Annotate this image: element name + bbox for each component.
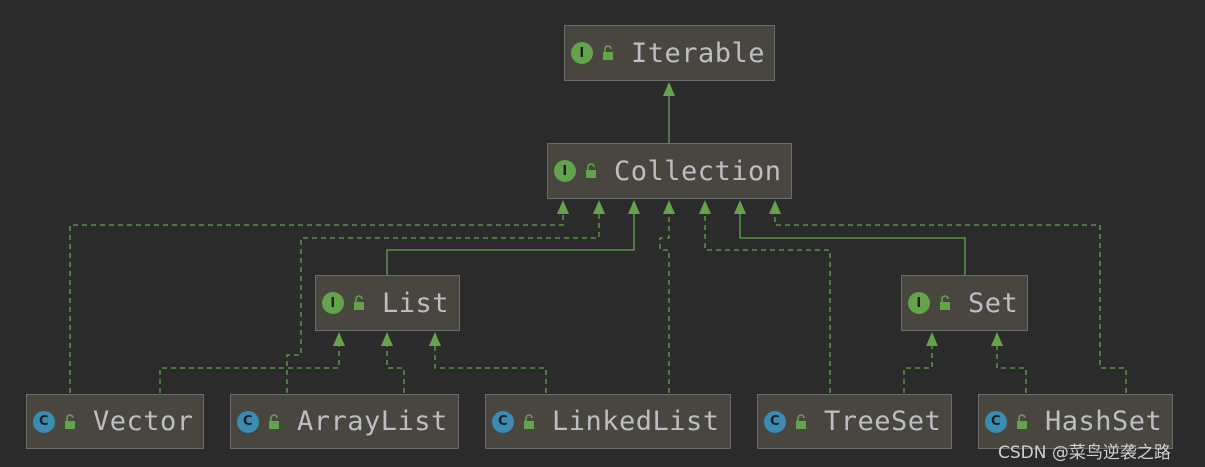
class-badge-icon: C — [237, 410, 259, 433]
class-badge-icon: C — [764, 410, 786, 433]
class-badge-icon: C — [985, 410, 1007, 433]
node-label: HashSet — [1045, 406, 1163, 437]
arrowhead — [769, 200, 781, 214]
arrowhead — [991, 332, 1003, 346]
arrowhead — [593, 200, 605, 214]
arrowhead — [734, 200, 746, 214]
unlocked-lock-icon — [796, 413, 806, 429]
node-label: TreeSet — [824, 406, 942, 437]
interface-badge-icon: I — [554, 160, 576, 182]
node-list[interactable]: I List — [315, 275, 460, 331]
arrowhead — [333, 332, 345, 346]
node-label: Vector — [93, 406, 194, 437]
edge-hashset-set — [996, 346, 1027, 393]
unlocked-lock-icon — [586, 163, 596, 178]
arrowhead — [926, 332, 938, 346]
unlocked-lock-icon — [1017, 413, 1027, 429]
node-iterable[interactable]: I Iterable — [564, 25, 775, 81]
unlocked-lock-icon — [603, 45, 613, 60]
edge-linkedlist-collection — [659, 214, 670, 393]
node-arraylist[interactable]: C ArrayList — [230, 394, 459, 449]
unlocked-lock-icon — [354, 295, 364, 310]
arrowhead — [628, 200, 640, 214]
arrowhead — [429, 332, 441, 346]
arrowhead — [557, 200, 569, 214]
node-label: Collection — [614, 155, 782, 187]
unlocked-lock-icon — [65, 413, 75, 429]
node-label: Iterable — [631, 37, 766, 69]
edge-treeset-collection — [704, 214, 831, 393]
interface-badge-icon: I — [908, 292, 930, 314]
node-label: Set — [968, 287, 1019, 319]
arrowhead — [381, 332, 393, 346]
node-vector[interactable]: C Vector — [26, 394, 204, 449]
edge-list-collection — [386, 214, 635, 275]
class-badge-icon: C — [492, 410, 514, 433]
node-hashset[interactable]: C HashSet — [978, 394, 1173, 449]
unlocked-lock-icon — [940, 295, 950, 310]
node-collection[interactable]: I Collection — [547, 143, 792, 199]
interface-badge-icon: I — [571, 42, 593, 64]
node-linkedlist[interactable]: C LinkedList — [485, 394, 731, 449]
edge-arraylist-collection — [286, 214, 600, 393]
node-set[interactable]: I Set — [901, 275, 1028, 331]
unlocked-lock-icon — [269, 413, 279, 429]
node-label: List — [382, 287, 450, 319]
node-treeset[interactable]: C TreeSet — [757, 394, 952, 449]
edge-vector-collection — [69, 214, 564, 393]
interface-badge-icon: I — [322, 292, 344, 314]
edge-set-collection — [739, 214, 966, 275]
watermark: CSDN @菜鸟逆袭之路 — [998, 443, 1171, 463]
arrowhead — [663, 200, 675, 214]
edge-treeset-set — [903, 346, 933, 393]
edge-vector-list — [159, 346, 340, 393]
edge-linkedlist-list — [434, 346, 547, 393]
edge-hashset-collection — [774, 214, 1127, 393]
unlocked-lock-icon — [524, 413, 534, 429]
edge-arraylist-list — [386, 346, 405, 393]
node-label: ArrayList — [297, 406, 448, 437]
arrowhead — [699, 200, 711, 214]
class-badge-icon: C — [33, 410, 55, 433]
node-label: LinkedList — [552, 406, 720, 437]
arrowhead — [663, 82, 675, 96]
